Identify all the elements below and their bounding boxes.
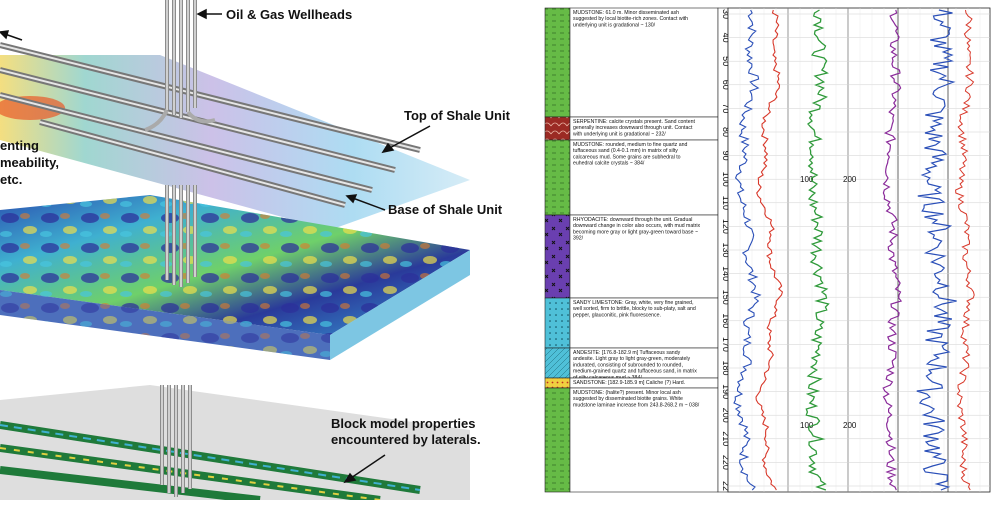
unit-description-line: 392/ <box>573 236 584 242</box>
unit-description-line: indurated, consisting of subrounded to r… <box>573 362 683 368</box>
unit-description-line: downward change in color also occurs, wi… <box>573 223 701 229</box>
base-shale-callout: Base of Shale Unit <box>388 202 503 217</box>
lithology-unit <box>544 7 571 118</box>
unit-description-line: medium-grained quartz and tuffaceous san… <box>573 369 697 375</box>
depth-tick-label: 170 <box>721 337 731 352</box>
unit-description-line: MUDSTONE: rounded, medium to fine quartz… <box>573 142 687 148</box>
lithology-unit <box>544 116 571 141</box>
wellhead-bundle-mid <box>165 185 197 287</box>
wellheads-callout: Oil & Gas Wellheads <box>226 7 352 22</box>
bottom-plane <box>0 385 470 500</box>
depth-tick-label: 130 <box>721 242 731 257</box>
unit-description-line: with underlying unit is gradational ~ 23… <box>573 131 666 137</box>
left-callout-line1: enting <box>0 138 39 153</box>
unit-description-line: becoming more gray or light gray-green t… <box>573 229 698 235</box>
depth-tick-label: 150 <box>721 290 731 305</box>
lithology-unit <box>544 297 571 349</box>
lithology-unit <box>544 214 571 299</box>
depth-tick-label: 100 <box>721 172 731 187</box>
depth-tick-label: 140 <box>721 266 731 281</box>
property-block <box>0 195 470 360</box>
diagram-svg: Oil & Gas Wellheads Top of Shale Unit Ba… <box>0 0 511 504</box>
unit-description-line: underlying unit is gradational ~ 130/ <box>573 22 656 28</box>
callout-arrows <box>0 8 431 484</box>
wellhead-bundle-bottom <box>160 385 192 497</box>
unit-description-line: SANDY LIMESTONE: Gray, white, very fine … <box>573 300 694 306</box>
block-callout-line2: encountered by laterals. <box>331 432 481 447</box>
description-box <box>569 297 719 349</box>
unit-description-line: MUDSTONE: (halite?) present. Minor local… <box>573 390 681 396</box>
description-box <box>569 387 719 493</box>
unit-description-line: tuffaceous sand (0.4-0.1 mm) in matrix o… <box>573 148 678 154</box>
depth-tick-label: 220 <box>721 455 731 470</box>
description-box <box>569 347 719 379</box>
well-log-panel: MUDSTONE: 61.0 m. Minor disseminated ash… <box>535 0 995 500</box>
block-callout-line1: Block model properties <box>331 416 475 431</box>
unit-description-line: calcareous mud. Some grains are subhedra… <box>573 154 681 160</box>
unit-description-line: mudstone laminae increase from 243.8-268… <box>573 402 700 408</box>
unit-description-line: suggested by disseminated biotite grains… <box>573 396 683 402</box>
scale-label: 100 <box>800 421 814 430</box>
density-curve <box>805 9 830 491</box>
depth-tick-label: 200 <box>721 408 731 423</box>
unit-description-line: generally increases downward through uni… <box>573 125 693 131</box>
lithology-column <box>544 7 571 493</box>
depth-tick-label: 22 <box>721 481 731 491</box>
depth-tick-label: 210 <box>721 431 731 446</box>
unit-description-line: SANDSTONE: [182.9-185.9 m] Caliche (?) H… <box>573 380 685 386</box>
depth-tick-label: 120 <box>721 219 731 234</box>
lithology-unit <box>544 347 571 379</box>
depth-tick-label: 60 <box>721 80 731 90</box>
unit-description-line: ANDESITE: [176.8-182.9 m] Tuffaceous san… <box>573 350 681 356</box>
depth-tick-label: 190 <box>721 384 731 399</box>
depth-tick-label: 30 <box>721 9 731 19</box>
left-callout-line2: meability, <box>0 155 59 170</box>
depth-track: 30 40 50 60 70 80 90 100 110 120 130 140 150 160 170 18… <box>717 7 731 493</box>
lithology-unit <box>544 377 571 389</box>
sonic-curve <box>916 9 957 491</box>
description-column: MUDSTONE: 61.0 m. Minor disseminated ash… <box>569 7 719 493</box>
unit-description-line: suggested by local biotite-rich zones. C… <box>573 16 688 22</box>
caliper-curve <box>955 9 975 491</box>
depth-tick-label: 70 <box>721 103 731 113</box>
neutron-curve <box>882 9 903 491</box>
top-shale-callout: Top of Shale Unit <box>404 108 511 123</box>
unit-description-line: andesite. Light gray to light gray-green… <box>573 356 690 362</box>
lithology-unit <box>544 139 571 216</box>
depth-tick-label: 160 <box>721 313 731 328</box>
well-log-svg: MUDSTONE: 61.0 m. Minor disseminated ash… <box>535 0 995 500</box>
lithology-unit <box>544 387 571 493</box>
depth-tick-label: 40 <box>721 33 731 43</box>
unit-description-line: euhedral calcite crystals ~ 384/ <box>573 161 645 167</box>
scale-label: 200 <box>843 421 857 430</box>
curve-tracks: 100 200 100 200 <box>727 7 991 493</box>
description-box <box>569 214 719 299</box>
wellhead-bundle-top <box>144 0 216 132</box>
depth-tick-label: 180 <box>721 360 731 375</box>
reservoir-diagram: Oil & Gas Wellheads Top of Shale Unit Ba… <box>0 0 511 504</box>
unit-description-line: SERPENTINE: calcite crystals present. Sa… <box>573 119 696 125</box>
unit-description-line: MUDSTONE: 61.0 m. Minor disseminated ash <box>573 10 679 16</box>
description-box <box>569 139 719 216</box>
depth-tick-label: 90 <box>721 151 731 161</box>
depth-tick-label: 80 <box>721 127 731 137</box>
resistivity-curve <box>755 9 784 491</box>
unit-description-line: pepper, glauconitic, pink fluorescence. <box>573 312 661 318</box>
left-callout-line3: etc. <box>0 172 22 187</box>
scale-label: 100 <box>800 175 814 184</box>
gamma-curve <box>733 9 762 491</box>
depth-tick-label: 110 <box>721 196 731 210</box>
unit-description-line: well sorted, firm to brittle, blocky to … <box>573 306 696 312</box>
unit-description-line: RHYODACITE: downward through the unit. G… <box>573 217 692 223</box>
depth-tick-label: 50 <box>721 56 731 66</box>
description-box <box>569 7 719 118</box>
scale-label: 200 <box>843 175 857 184</box>
